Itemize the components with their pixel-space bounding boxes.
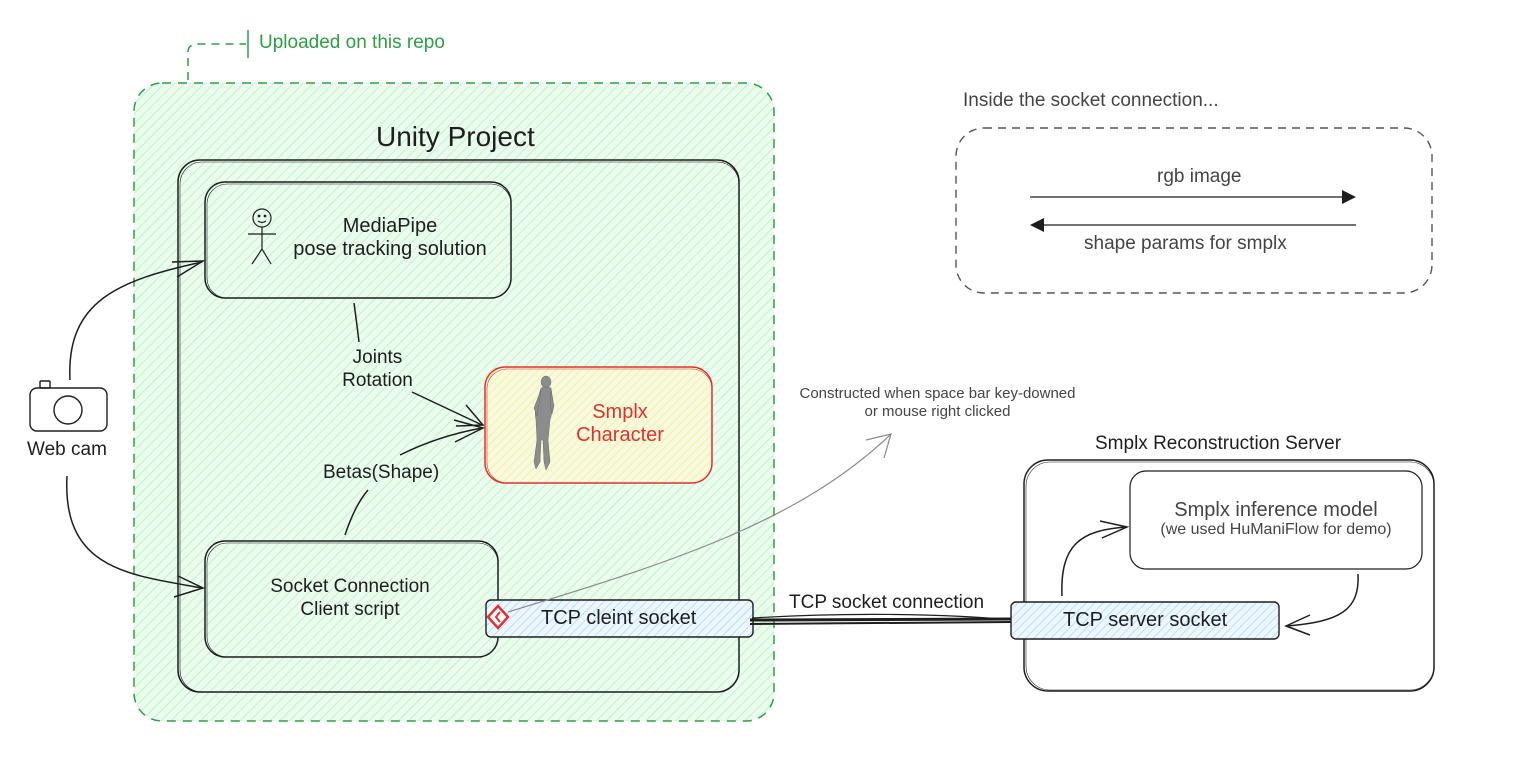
human-model-icon (533, 375, 555, 471)
tcp-connection-line (749, 613, 1013, 625)
character-line1: Smplx (592, 401, 648, 423)
stick-figure-icon (248, 208, 276, 265)
tcp-client-socket-label: TCP cleint socket (541, 607, 697, 629)
shape-params-label: shape params for smplx (1084, 233, 1287, 254)
webcam-label: Web cam (27, 439, 107, 460)
diamond-connector-icon (486, 604, 510, 630)
joints-rotation-label: Joints Rotation (320, 346, 435, 392)
webcam-to-socket-arrow (66, 475, 203, 589)
mediapipe-line2: pose tracking solution (293, 238, 487, 260)
socket-to-betas-line (344, 489, 369, 536)
joints-line1: Joints (352, 347, 403, 368)
constructed-note-line1: Constructed when space bar key-downed (799, 385, 1076, 402)
joints-line2: Rotation (342, 370, 413, 391)
mediapipe-line1: MediaPipe (342, 215, 438, 237)
smplx-character-label: Smplx Character (565, 401, 675, 447)
webcam-to-mediapipe-arrow (69, 261, 203, 381)
joints-to-character-arrow (411, 391, 483, 426)
betas-to-character-arrow (399, 427, 483, 456)
socket-to-model-arrow (1061, 526, 1128, 597)
inference-model-box (1129, 470, 1423, 570)
model-to-socket-arrow (1285, 573, 1359, 627)
character-line2: Character (576, 424, 664, 446)
inference-model-label: Smplx inference model (we used HuManiFlo… (1140, 499, 1412, 539)
uploaded-label: Uploaded on this repo (259, 32, 445, 53)
constructed-note: Constructed when space bar key-downed or… (785, 385, 1090, 421)
rgb-image-label: rgb image (1157, 166, 1242, 187)
server-title: Smplx Reconstruction Server (1095, 433, 1342, 454)
camera-icon (29, 380, 108, 432)
mediapipe-label: MediaPipe pose tracking solution (290, 215, 490, 261)
socket-client-line2: Client script (300, 599, 400, 620)
server-box (1023, 459, 1435, 692)
tcp-server-socket-label: TCP server socket (1063, 609, 1228, 631)
inside-socket-label: Inside the socket connection... (963, 90, 1219, 111)
constructed-note-line2: or mouse right clicked (864, 403, 1011, 420)
betas-label: Betas(Shape) (323, 462, 440, 483)
mediapipe-to-joints-line (353, 302, 360, 343)
inference-line2: (we used HuManiFlow for demo) (1160, 521, 1392, 538)
socket-client-label: Socket Connection Client script (250, 575, 450, 621)
repo-connector-line (187, 43, 246, 80)
unity-project-title: Unity Project (376, 121, 535, 152)
tcp-connection-label: TCP socket connection (789, 592, 985, 613)
repo-area (133, 82, 775, 722)
tcp-server-socket-box (1010, 601, 1280, 640)
constructed-note-arrow (507, 434, 891, 613)
socket-client-line1: Socket Connection (270, 576, 430, 597)
inference-line1: Smplx inference model (1174, 499, 1378, 521)
inside-socket-box (955, 127, 1433, 294)
